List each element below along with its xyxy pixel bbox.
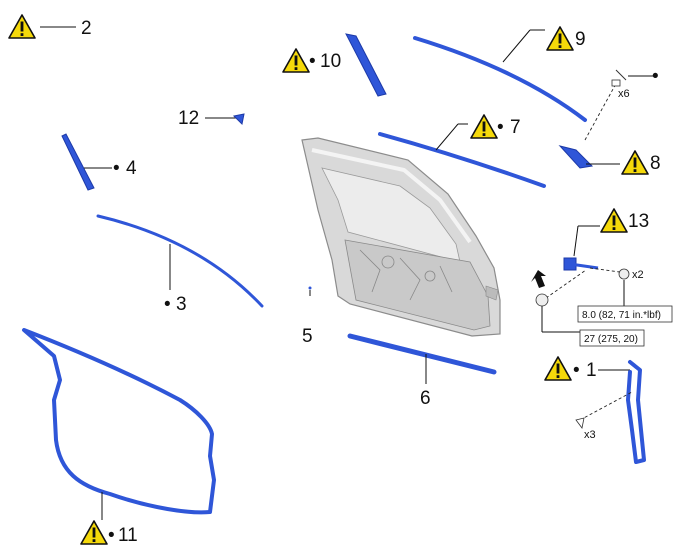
torque-bolt: 27 (275, 20) xyxy=(584,334,638,345)
bolt-icon-13 xyxy=(535,293,549,307)
callout-4: 4 xyxy=(126,158,137,179)
callout-10: 10 xyxy=(320,51,341,72)
callout-12: 12 xyxy=(178,108,199,129)
caution-icon-13 xyxy=(600,208,628,233)
bullet-10: • xyxy=(309,51,316,72)
part-13-door-check xyxy=(563,257,599,271)
caution-icon-11 xyxy=(80,520,108,545)
qty-nut-13: x2 xyxy=(632,269,644,281)
leader-13b xyxy=(573,225,579,257)
callout-3: 3 xyxy=(176,294,187,315)
callout-9: 9 xyxy=(575,29,586,50)
part-11-door-weatherstrip xyxy=(22,328,216,515)
caution-icon-8 xyxy=(621,150,649,175)
torque-nut: 8.0 (82, 71 in.*lbf) xyxy=(582,310,661,321)
caution-icon-9 xyxy=(546,26,574,51)
bullet-7: • xyxy=(497,117,504,138)
bullet-4: • xyxy=(113,158,120,179)
callout-8: 8 xyxy=(650,153,661,174)
callout-5: 5 xyxy=(302,326,313,347)
arrow-down-icon xyxy=(531,270,546,288)
part-8-corner-cover xyxy=(558,145,594,169)
qty-clip-1: x3 xyxy=(584,429,596,441)
part-4-molding xyxy=(61,133,95,191)
part-9-outer-weatherstrip xyxy=(413,36,587,122)
leader-7 xyxy=(435,123,459,151)
part-12-clip xyxy=(232,113,245,126)
part-1-rear-weatherstrip xyxy=(626,360,646,464)
torque-box-nut xyxy=(577,305,673,323)
bullet-3: • xyxy=(164,294,171,315)
bullet-1: • xyxy=(573,360,580,381)
caution-icon-2 xyxy=(8,14,36,39)
torque-box-bolt xyxy=(579,329,645,347)
nut-icon-13 xyxy=(618,268,630,280)
dash-1-clip xyxy=(579,391,633,421)
leader-9 xyxy=(502,29,531,63)
bullet-clip9: • xyxy=(652,66,659,87)
part-6-lower-weatherstrip xyxy=(347,333,497,375)
callout-1: 1 xyxy=(586,360,597,381)
clip-9-dash xyxy=(584,79,619,141)
caution-icon-7 xyxy=(470,114,498,139)
callout-6: 6 xyxy=(420,388,431,409)
caution-icon-1 xyxy=(544,356,572,381)
qty-clip-9: x6 xyxy=(618,88,630,100)
part-7-inner-weatherstrip xyxy=(378,132,546,188)
part-3-belt-molding xyxy=(96,214,264,308)
callout-13: 13 xyxy=(628,211,649,232)
callout-7: 7 xyxy=(510,117,521,138)
door-panel xyxy=(301,137,501,337)
part-5-dot xyxy=(308,286,312,290)
caution-icon-10 xyxy=(282,48,310,73)
callout-2: 2 xyxy=(81,18,92,39)
clip-icon-9 xyxy=(611,69,627,87)
clip-icon-1 xyxy=(575,417,585,429)
part-10-pillar-garnish xyxy=(345,33,387,97)
callout-11: 11 xyxy=(118,525,138,546)
bullet-11: • xyxy=(108,525,115,546)
dash-13-bolt xyxy=(545,269,587,299)
